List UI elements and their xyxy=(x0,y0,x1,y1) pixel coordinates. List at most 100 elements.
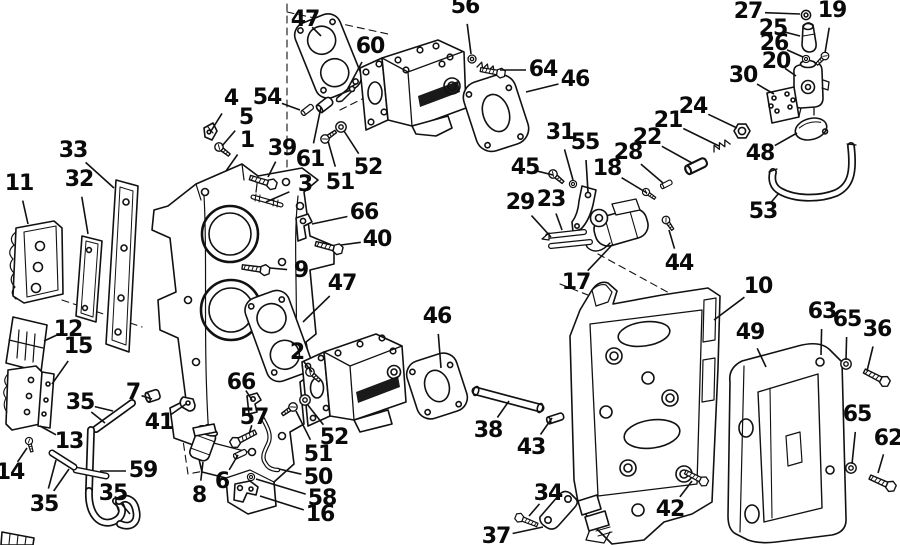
callout-26: 26 xyxy=(759,31,790,56)
part-washer-52a xyxy=(334,121,348,133)
callout-41: 41 xyxy=(144,410,175,435)
callout-35: 35 xyxy=(98,481,129,506)
part-manifold-plate xyxy=(105,179,139,353)
callout-12: 12 xyxy=(53,317,84,342)
part-choke-tubes xyxy=(541,229,593,249)
callout-24: 24 xyxy=(678,94,709,119)
callout-19: 19 xyxy=(817,0,848,23)
part-link-rod-50 xyxy=(260,416,281,473)
callout-66: 66 xyxy=(349,200,380,225)
callout-66: 66 xyxy=(226,370,257,395)
callout-39: 39 xyxy=(267,136,298,161)
callout-9: 9 xyxy=(293,258,309,283)
callout-65: 65 xyxy=(832,307,863,332)
callout-1: 1 xyxy=(239,128,255,153)
part-carburetor-upper xyxy=(359,39,467,137)
part-bushing-7 xyxy=(144,388,161,404)
part-solenoid-bracket xyxy=(192,423,217,437)
part-pump-cover-oval xyxy=(794,117,829,141)
callout-50: 50 xyxy=(303,465,334,490)
callout-65: 65 xyxy=(842,402,873,427)
part-dowel-pin xyxy=(299,102,316,117)
callout-40: 40 xyxy=(362,227,393,252)
part-gasket-reed xyxy=(75,235,103,323)
part-reed-block-lower xyxy=(3,365,43,431)
callout-61: 61 xyxy=(295,147,326,172)
callout-36: 36 xyxy=(862,317,893,342)
fastener-clip-screw xyxy=(212,140,233,160)
callout-22: 22 xyxy=(632,125,663,150)
callout-46: 46 xyxy=(560,67,591,92)
callout-43: 43 xyxy=(516,435,547,460)
part-mounting-bracket xyxy=(569,281,721,545)
callout-5: 5 xyxy=(238,105,254,130)
callout-51: 51 xyxy=(303,442,334,467)
callout-2: 2 xyxy=(289,340,305,365)
part-reed-block-upper xyxy=(9,220,64,304)
callout-51: 51 xyxy=(325,170,356,195)
callout-42: 42 xyxy=(655,497,686,522)
callout-18: 18 xyxy=(592,156,623,181)
part-fuel-pump xyxy=(793,59,830,117)
fastener-reed-screw-14 xyxy=(23,435,36,454)
part-fuel-inlet xyxy=(315,96,334,114)
callout-60: 60 xyxy=(355,34,386,59)
callout-35: 35 xyxy=(65,390,96,415)
callout-48: 48 xyxy=(745,141,776,166)
part-link-nut xyxy=(733,123,751,139)
callout-34: 34 xyxy=(533,481,564,506)
part-washer-52b xyxy=(298,393,312,407)
part-primer-hoses xyxy=(48,399,141,530)
part-choke-oring xyxy=(568,179,578,189)
callout-56: 56 xyxy=(450,0,481,19)
fastener-link-screw xyxy=(640,186,658,202)
callout-38: 38 xyxy=(473,418,504,443)
callout-59: 59 xyxy=(128,458,159,483)
part-washer-65a xyxy=(839,357,853,371)
callout-62: 62 xyxy=(873,426,900,451)
callout-33: 33 xyxy=(58,138,89,163)
callout-52: 52 xyxy=(319,425,350,450)
callout-28: 28 xyxy=(613,140,644,165)
part-link-spring xyxy=(710,137,731,153)
callout-47: 47 xyxy=(290,7,321,32)
part-reed-petals-upper xyxy=(5,316,48,373)
callout-47: 47 xyxy=(327,271,358,296)
callout-45: 45 xyxy=(510,155,541,180)
part-link-pin xyxy=(659,178,674,190)
part-bracket-16 xyxy=(233,480,259,503)
callout-15: 15 xyxy=(63,334,94,359)
callout-21: 21 xyxy=(653,108,684,133)
part-washer-65b xyxy=(844,461,858,475)
fastener-screw-62 xyxy=(866,471,899,495)
part-choke-solenoid xyxy=(585,198,649,252)
callout-52: 52 xyxy=(353,155,384,180)
callout-54: 54 xyxy=(252,85,283,110)
callout-64: 64 xyxy=(528,57,559,82)
callout-16: 16 xyxy=(305,502,336,527)
part-fuel-hose-elbow xyxy=(768,142,857,202)
part-filter-oring-top xyxy=(800,9,812,21)
part-reed-petals-edge xyxy=(0,531,35,545)
callout-46: 46 xyxy=(422,304,453,329)
callout-49: 49 xyxy=(735,320,766,345)
callout-23: 23 xyxy=(536,187,567,212)
callout-31: 31 xyxy=(545,120,576,145)
callout-11: 11 xyxy=(4,171,35,196)
fastener-choke-screw xyxy=(546,167,567,187)
callout-3: 3 xyxy=(297,172,313,197)
callout-44: 44 xyxy=(664,251,695,276)
fastener-pump-screw xyxy=(813,49,832,68)
part-gasket-silencer-lower xyxy=(405,352,469,420)
callout-7: 7 xyxy=(125,380,141,405)
part-fuel-filter xyxy=(801,22,817,53)
fastener-carb-screw-51a xyxy=(318,127,339,146)
callout-55: 55 xyxy=(570,130,601,155)
part-gasket-silencer-upper xyxy=(462,73,530,153)
fastener-screw-36 xyxy=(861,365,893,390)
part-gasket-carb-lower xyxy=(244,289,312,383)
callout-4: 4 xyxy=(223,86,239,111)
callout-57: 57 xyxy=(239,405,270,430)
callout-53: 53 xyxy=(748,199,779,224)
